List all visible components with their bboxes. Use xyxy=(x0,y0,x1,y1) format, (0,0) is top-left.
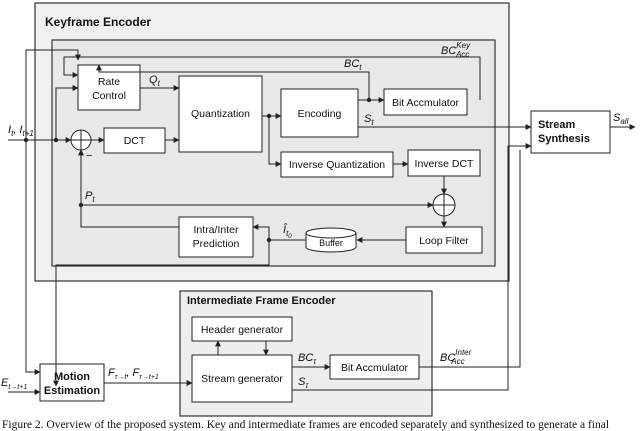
buffer-label: Buffer xyxy=(319,238,343,248)
signal-s-all: Sall xyxy=(613,112,629,126)
dct-label: DCT xyxy=(124,135,146,147)
motion-estimation-block xyxy=(39,363,105,402)
figure-caption: Figure 2. Overview of the proposed syste… xyxy=(2,419,610,431)
inverse-dct-block xyxy=(407,149,481,177)
signal-e: Et→t+1 xyxy=(1,377,27,391)
keyframe-encoder-title: Keyframe Encoder xyxy=(45,15,151,29)
stream-synthesis-label-2: Synthesis xyxy=(538,133,590,145)
bit-accumulator-inter-label: Bit Accmulator xyxy=(341,362,409,374)
signal-ihat: Ît0 xyxy=(283,223,292,240)
signal-bc-tau: BCτ xyxy=(298,352,317,366)
loop-filter-block xyxy=(405,226,483,254)
subtract-junction xyxy=(70,129,92,151)
header-generator-label: Header generator xyxy=(201,324,284,336)
stream-synthesis-label-1: Stream xyxy=(538,119,576,131)
inverse-dct-label: Inverse DCT xyxy=(415,158,475,170)
intermediate-encoder-title: Intermediate Frame Encoder xyxy=(187,295,336,307)
bit-accumulator-key-block xyxy=(383,88,468,116)
quantization-label: Quantization xyxy=(191,108,250,120)
intra-inter-prediction-label-2: Prediction xyxy=(193,238,240,250)
motion-estimation-label-2: Estimation xyxy=(44,385,101,397)
signal-q: Qt xyxy=(149,74,161,88)
intra-inter-prediction-label-1: Intra/Inter xyxy=(194,224,239,236)
signal-f: Fτ→t, Fτ→t+1 xyxy=(108,367,159,381)
signal-bc: BCt xyxy=(344,58,362,72)
bit-accumulator-inter-block xyxy=(329,354,420,380)
buffer-cylinder xyxy=(305,227,357,253)
junction-dots xyxy=(23,97,372,243)
add-junction xyxy=(432,193,456,217)
stream-generator-block xyxy=(191,354,293,403)
loop-filter-label: Loop Filter xyxy=(419,235,469,247)
rate-control-label-2: Control xyxy=(92,90,126,102)
signal-input: It, It+1 xyxy=(8,124,34,138)
inverse-quantization-label: Inverse Quantization xyxy=(289,159,385,171)
stream-synthesis-block xyxy=(530,110,611,154)
motion-estimation-label-1: Motion xyxy=(54,371,90,383)
bit-accumulator-key-label: Bit Accmulator xyxy=(392,97,460,109)
minus-sign: − xyxy=(86,150,92,162)
header-generator-block xyxy=(191,316,293,342)
signal-s-tau: Sτ xyxy=(298,376,309,390)
encoding-label: Encoding xyxy=(298,108,342,120)
connections xyxy=(8,49,636,395)
intra-inter-prediction-block xyxy=(178,216,254,258)
stream-generator-label: Stream generator xyxy=(201,373,283,385)
rate-control-label-1: Rate xyxy=(98,76,120,88)
quantization-block xyxy=(178,75,263,153)
signal-s: St xyxy=(364,113,374,127)
signal-p: Pt xyxy=(85,190,95,204)
